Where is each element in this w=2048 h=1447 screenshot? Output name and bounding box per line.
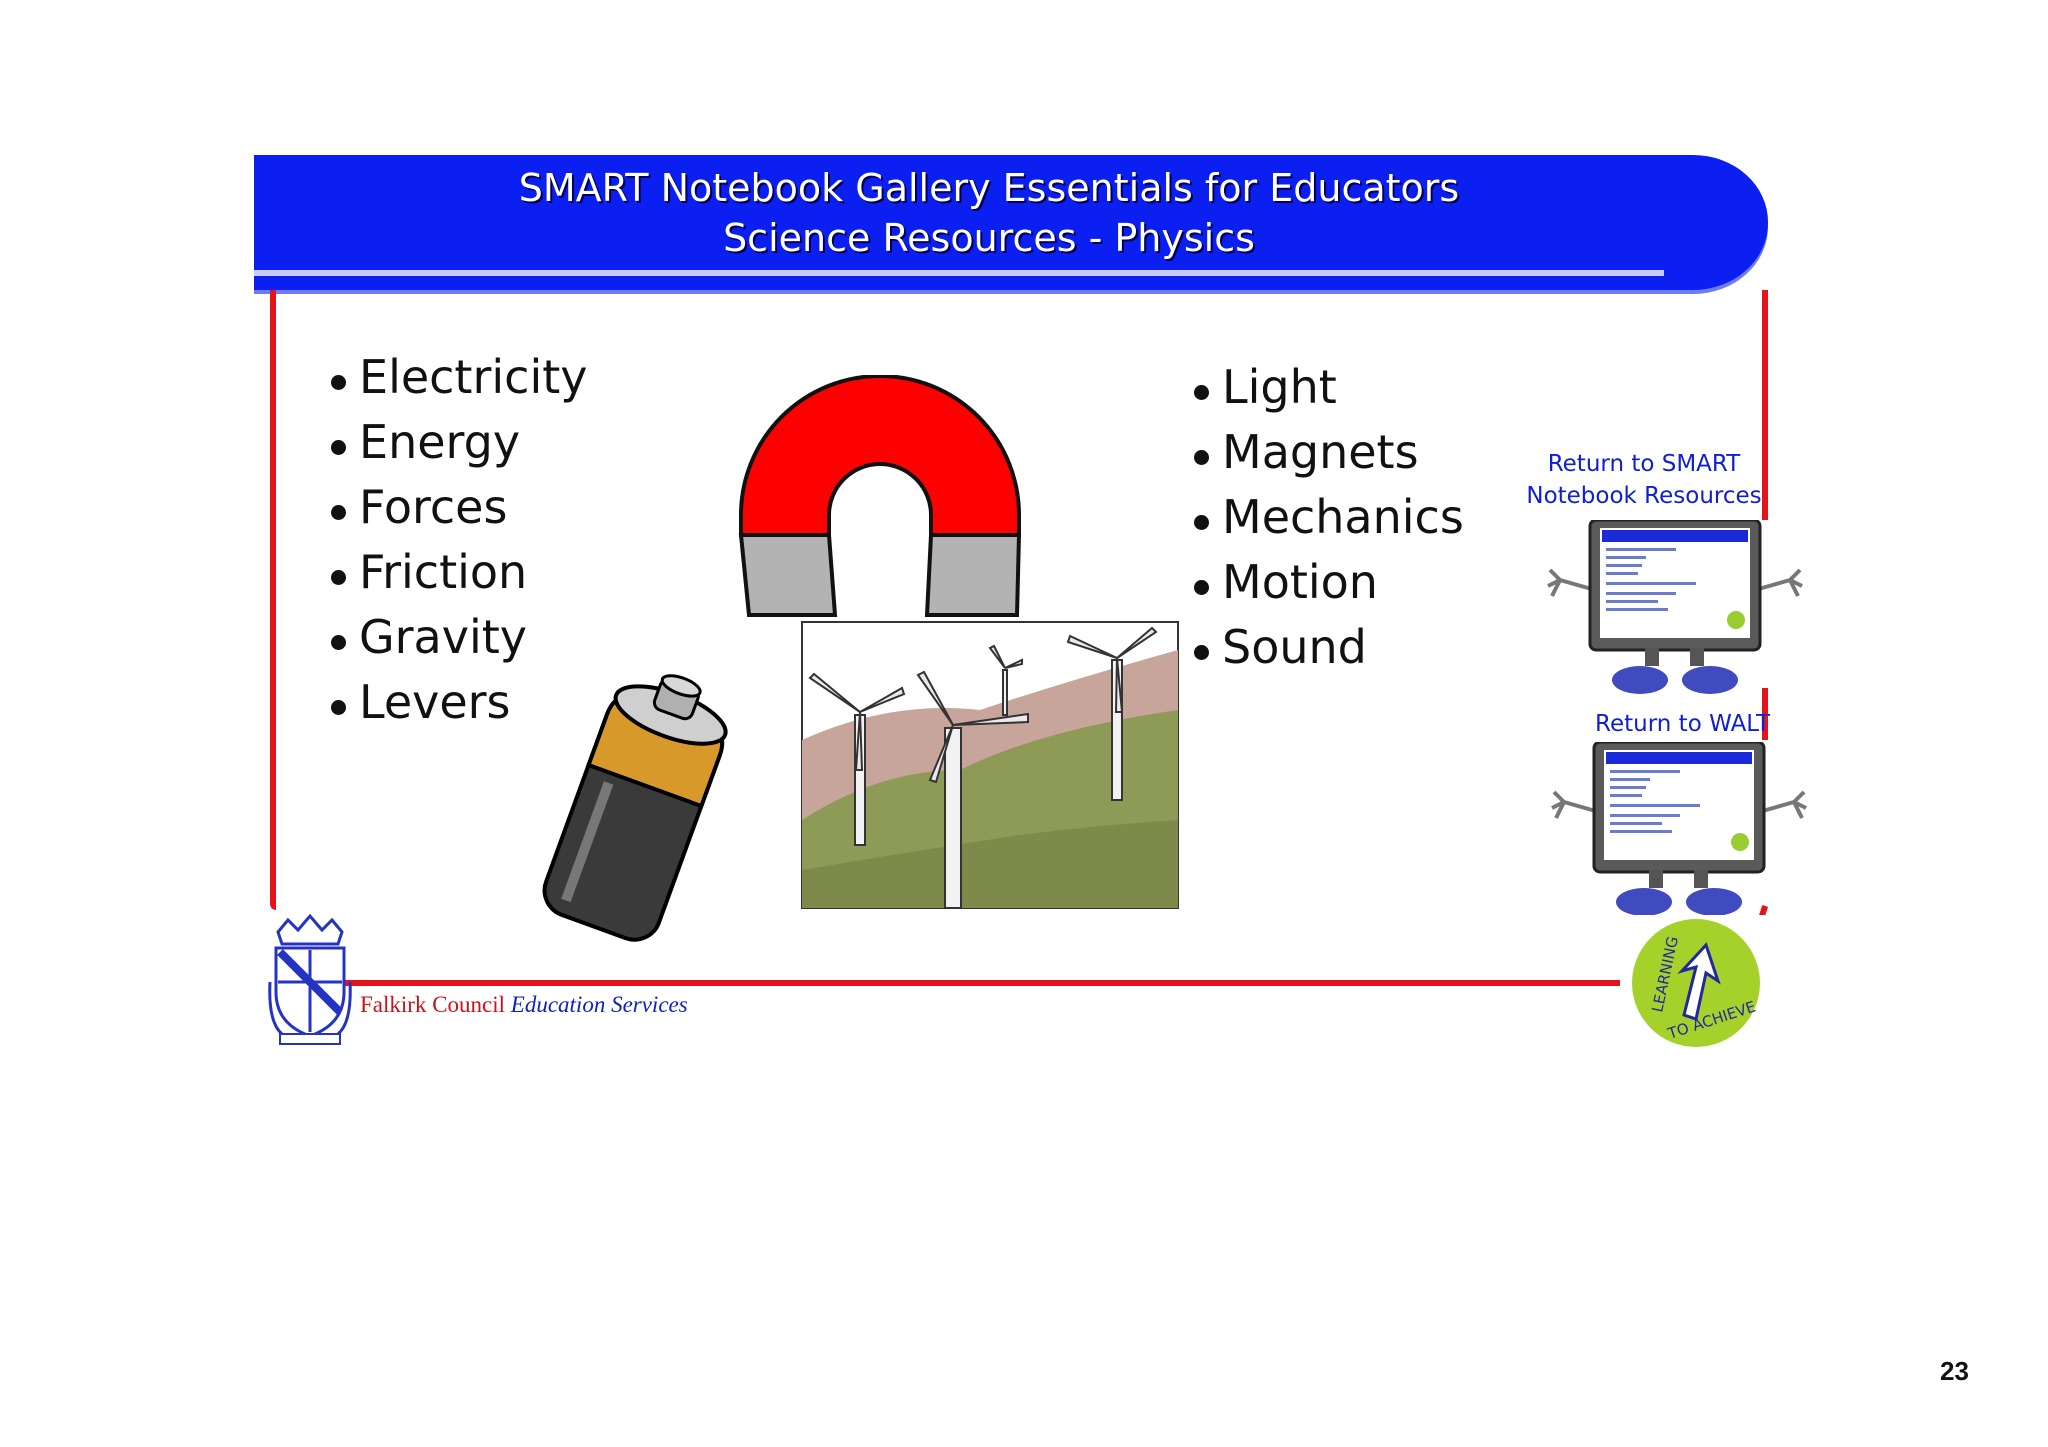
header-banner xyxy=(254,155,1768,290)
topic-item[interactable]: Levers xyxy=(325,670,588,735)
learning-to-achieve-logo: LEARNING TO ACHIEVE xyxy=(1622,915,1767,1050)
council-crest-icon xyxy=(268,913,352,1045)
topic-item[interactable]: Forces xyxy=(325,475,588,540)
magnet-icon xyxy=(738,375,1022,617)
footer-org: Falkirk Council xyxy=(360,992,506,1017)
footer-dept: Education Services xyxy=(510,992,688,1017)
frame-right-border xyxy=(1762,290,1768,520)
topic-item[interactable]: Magnets xyxy=(1188,420,1464,485)
topic-item[interactable]: Energy xyxy=(325,410,588,475)
header-underline xyxy=(254,270,1664,276)
page-number: 23 xyxy=(1940,1356,1969,1386)
topic-item[interactable]: Mechanics xyxy=(1188,485,1464,550)
return-to-walt-link[interactable]: Return to WALT xyxy=(1595,711,1770,737)
topic-item[interactable]: Light xyxy=(1188,355,1464,420)
slide-title: SMART Notebook Gallery Essentials for Ed… xyxy=(518,166,1460,210)
pointing-screen-character-icon[interactable] xyxy=(1540,520,1810,695)
topic-item[interactable]: Friction xyxy=(325,540,588,605)
slide-subtitle: Science Resources - Physics xyxy=(723,216,1255,260)
frame-bottom-border xyxy=(320,980,1620,986)
wind-turbines-icon xyxy=(801,621,1179,909)
topic-item[interactable]: Motion xyxy=(1188,550,1464,615)
footer-organisation: Falkirk Council Education Services xyxy=(360,992,688,1018)
pointing-screen-character-icon[interactable] xyxy=(1544,742,1814,917)
battery-icon xyxy=(542,674,728,942)
topic-list-left: Electricity Energy Forces Friction Gravi… xyxy=(325,345,588,735)
topic-list-right: Light Magnets Mechanics Motion Sound xyxy=(1188,355,1464,680)
topic-item[interactable]: Sound xyxy=(1188,615,1464,680)
topic-item[interactable]: Electricity xyxy=(325,345,588,410)
return-to-smart-link[interactable]: Return to SMART Notebook Resources xyxy=(1526,451,1762,509)
topic-item[interactable]: Gravity xyxy=(325,605,588,670)
frame-left-border xyxy=(270,290,276,910)
frame-right-border xyxy=(1762,688,1768,740)
